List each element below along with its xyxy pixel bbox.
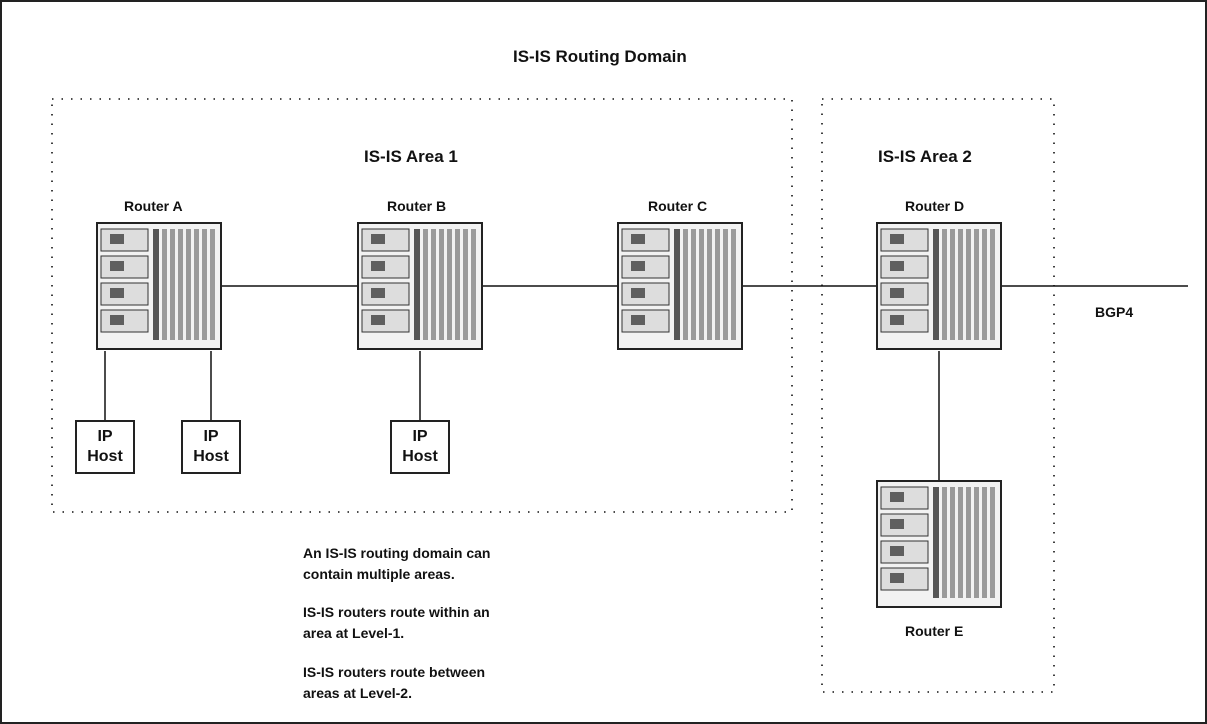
host-3-label: IP Host xyxy=(402,428,438,465)
router-d-icon xyxy=(876,222,1002,350)
host-1-label: IP Host xyxy=(87,428,123,465)
host-2-box: IP Host xyxy=(181,420,241,474)
note-domain-areas: An IS-IS routing domain can contain mult… xyxy=(303,545,491,582)
router-b-label: Router B xyxy=(387,198,447,214)
router-e-device xyxy=(876,480,1002,608)
bgp4-label: BGP4 xyxy=(1095,304,1134,320)
router-a-label: Router A xyxy=(124,198,183,214)
router-e-icon xyxy=(876,480,1002,608)
area-2-boundary xyxy=(821,98,1055,693)
area-1-boundary xyxy=(51,98,793,513)
note-level-2-routing: IS-IS routers route between areas at Lev… xyxy=(303,664,486,701)
router-b-icon xyxy=(357,222,483,350)
router-c-icon xyxy=(617,222,743,350)
area-2-title: IS-IS Area 2 xyxy=(878,147,972,166)
router-d-label: Router D xyxy=(905,198,965,214)
host-3-box: IP Host xyxy=(390,420,450,474)
router-b-device xyxy=(357,222,483,350)
router-d-device xyxy=(876,222,1002,350)
note-level-1-routing: IS-IS routers route within an area at Le… xyxy=(303,604,490,641)
router-a-device xyxy=(96,222,222,350)
router-a-icon xyxy=(96,222,222,350)
router-e-label: Router E xyxy=(905,623,964,639)
area-1-title: IS-IS Area 1 xyxy=(364,147,458,166)
router-c-device xyxy=(617,222,743,350)
routing-domain-title: IS-IS Routing Domain xyxy=(513,47,687,66)
host-2-label: IP Host xyxy=(193,428,229,465)
router-c-label: Router C xyxy=(648,198,708,214)
host-1-box: IP Host xyxy=(75,420,135,474)
